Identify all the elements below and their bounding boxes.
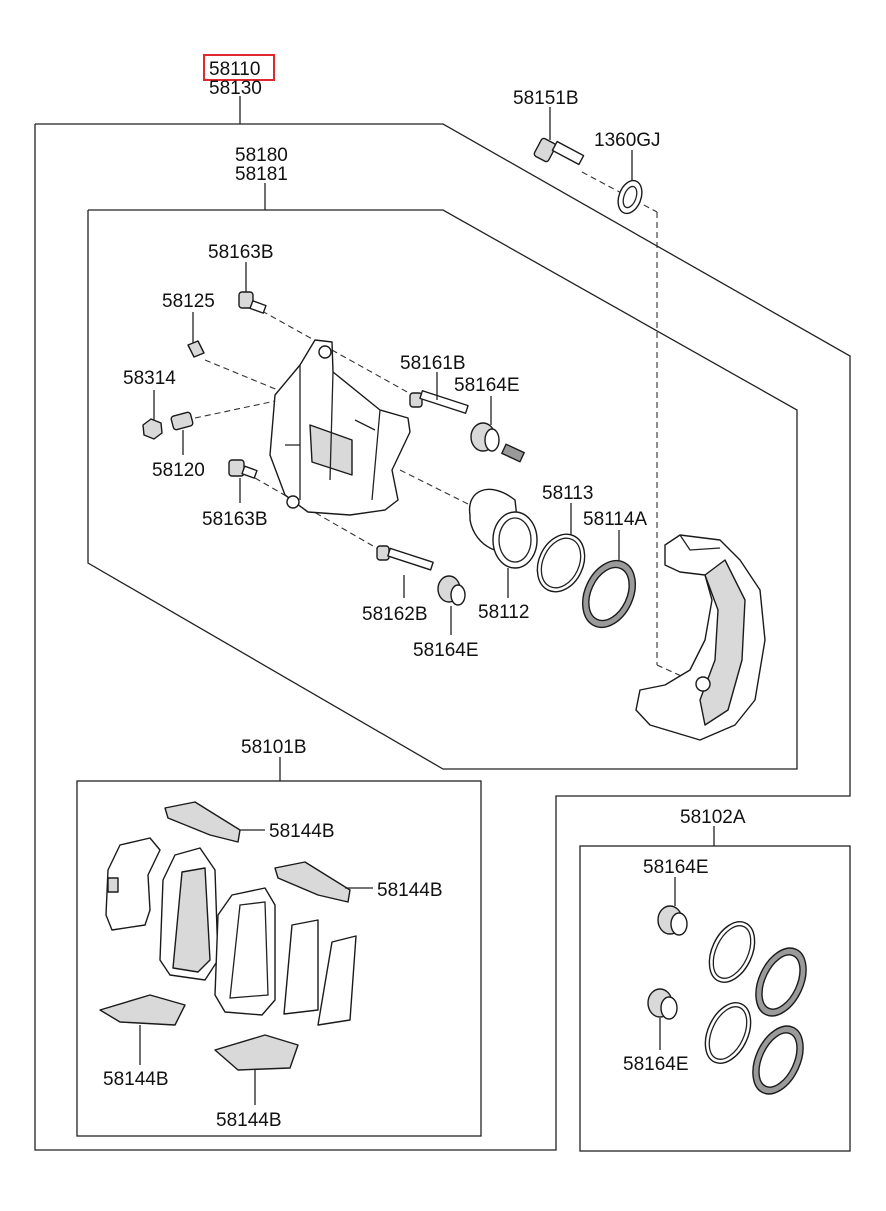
part-highlight-box bbox=[203, 54, 275, 81]
pad-shim-left-icon bbox=[105, 837, 161, 931]
label-58164E-b[interactable]: 58164E bbox=[413, 640, 479, 661]
brake-pad-inner-icon bbox=[159, 847, 219, 981]
label-58120[interactable]: 58120 bbox=[152, 460, 205, 481]
guide-bolt-58151B-icon bbox=[533, 137, 585, 166]
guide-pin-58162B-icon bbox=[376, 545, 434, 571]
seal-kit-boot-58164E-c-icon bbox=[657, 905, 688, 936]
bleeder-nut-58314-icon bbox=[142, 418, 163, 440]
washer-1360GJ-icon bbox=[617, 179, 643, 215]
label-58144B-c[interactable]: 58144B bbox=[103, 1069, 169, 1090]
pad-clip-58144B-d-icon bbox=[214, 1034, 299, 1071]
bleeder-cap-58125-icon bbox=[187, 340, 205, 358]
guide-boot-58164E-b-icon bbox=[437, 575, 466, 606]
brake-pad-outer-icon bbox=[214, 887, 276, 1016]
label-58151B[interactable]: 58151B bbox=[513, 88, 579, 109]
label-58163B-bottom[interactable]: 58163B bbox=[202, 509, 268, 530]
bolt-58163B-top-icon bbox=[238, 291, 267, 314]
label-58102A[interactable]: 58102A bbox=[680, 807, 746, 828]
label-58164E-c[interactable]: 58164E bbox=[643, 857, 709, 878]
label-58144B-d[interactable]: 58144B bbox=[216, 1110, 282, 1131]
pad-kit-frame bbox=[76, 780, 482, 1137]
caliper-carrier-icon bbox=[635, 534, 766, 741]
pad-clip-58144B-a-icon bbox=[164, 801, 241, 843]
label-58164E-a[interactable]: 58164E bbox=[454, 375, 520, 396]
seal-kit-frame bbox=[579, 845, 851, 1152]
label-58314[interactable]: 58314 bbox=[123, 368, 176, 389]
label-58180[interactable]: 58180 bbox=[235, 145, 288, 166]
caliper-assembly-frame bbox=[87, 209, 798, 770]
piston-58112-icon bbox=[468, 488, 538, 569]
piston-seal-58113-icon bbox=[536, 533, 586, 593]
label-58144B-b[interactable]: 58144B bbox=[377, 880, 443, 901]
caliper-body-icon bbox=[269, 339, 411, 516]
label-58181[interactable]: 58181 bbox=[235, 164, 288, 185]
guide-pin-58161B-icon bbox=[409, 390, 469, 414]
label-58101B[interactable]: 58101B bbox=[241, 737, 307, 758]
anti-squeal-shim-a-icon bbox=[283, 919, 319, 1015]
label-58161B[interactable]: 58161B bbox=[400, 353, 466, 374]
seal-kit-piston-seal-b-icon bbox=[704, 1002, 752, 1064]
label-58144B-a[interactable]: 58144B bbox=[269, 821, 335, 842]
label-58162B[interactable]: 58162B bbox=[362, 604, 428, 625]
outer-group-frame bbox=[34, 123, 851, 1151]
label-58110[interactable]: 58110 bbox=[209, 59, 260, 80]
label-58112[interactable]: 58112 bbox=[478, 602, 529, 623]
anti-squeal-shim-b-icon bbox=[317, 935, 357, 1026]
label-58163B-top[interactable]: 58163B bbox=[208, 242, 274, 263]
bleeder-screw-58120-icon bbox=[170, 411, 194, 431]
label-58130[interactable]: 58130 bbox=[209, 78, 262, 99]
label-1360GJ[interactable]: 1360GJ bbox=[594, 130, 661, 151]
label-58125[interactable]: 58125 bbox=[162, 291, 215, 312]
seal-kit-piston-seal-a-icon bbox=[708, 921, 756, 983]
pad-clip-58144B-c-icon bbox=[99, 994, 186, 1026]
label-58114A[interactable]: 58114A bbox=[583, 509, 647, 530]
guide-boot-58164E-a-icon bbox=[470, 422, 525, 463]
seal-kit-boot-58164E-d-icon bbox=[647, 988, 678, 1020]
pad-clip-58144B-b-icon bbox=[274, 861, 351, 903]
label-58113[interactable]: 58113 bbox=[542, 483, 593, 504]
bolt-58163B-bottom-icon bbox=[228, 459, 258, 479]
label-58164E-d[interactable]: 58164E bbox=[623, 1054, 689, 1075]
